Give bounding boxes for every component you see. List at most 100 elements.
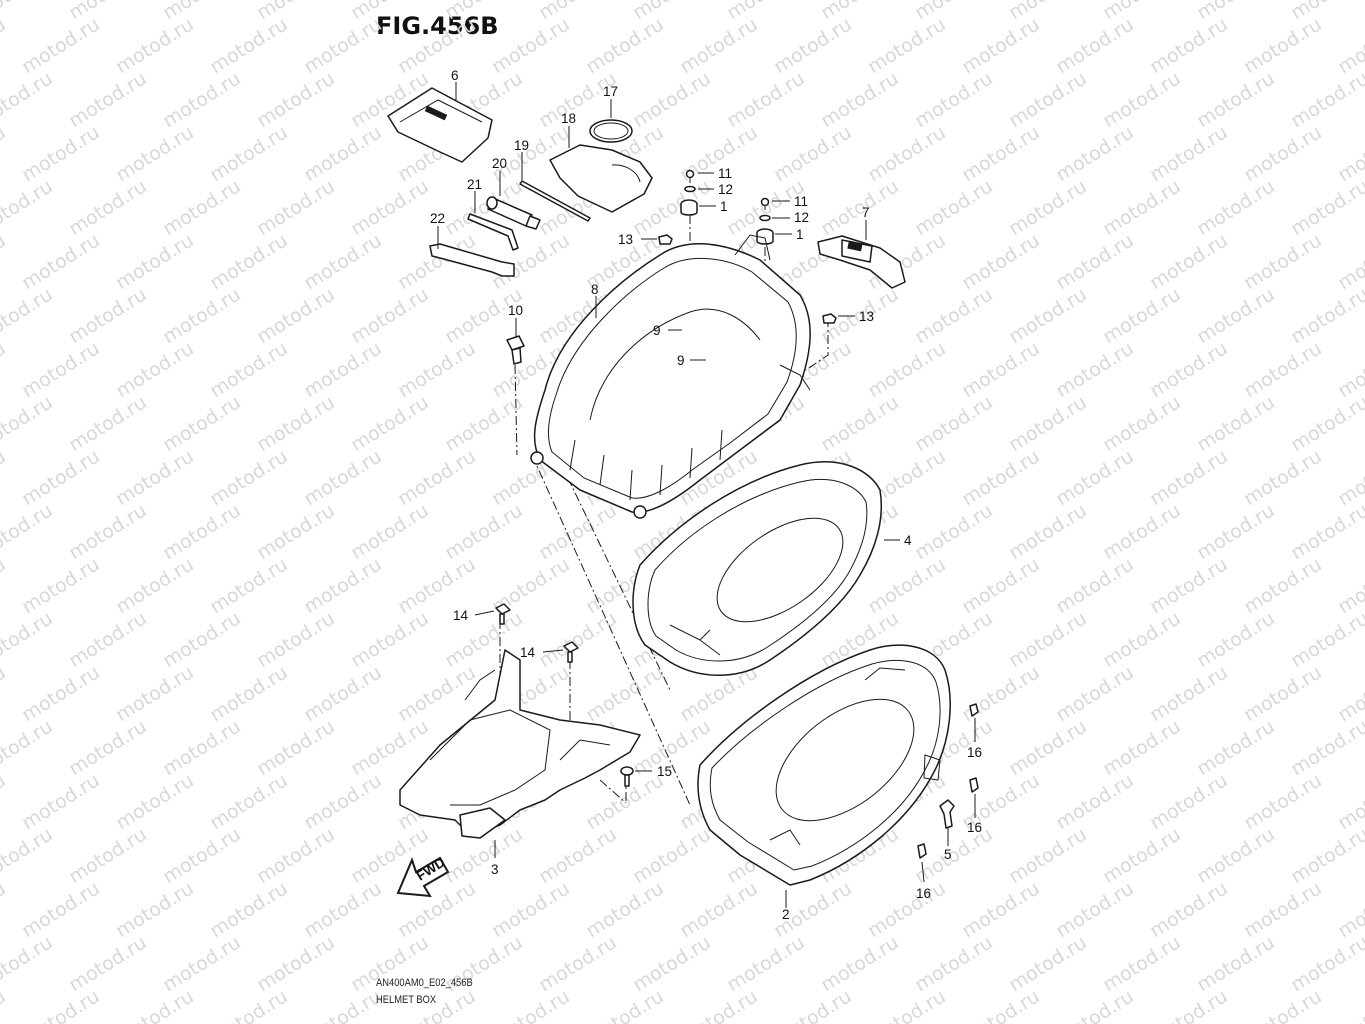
watermark-text: motod.ru <box>911 391 997 456</box>
watermark-text: motod.ru <box>18 877 104 942</box>
watermark-text: motod.ru <box>1193 175 1279 240</box>
watermark-text: motod.ru <box>1099 931 1185 996</box>
callout-14-left: 14 <box>453 608 469 623</box>
watermark-text: motod.ru <box>629 67 715 132</box>
watermark-text: motod.ru <box>0 229 10 294</box>
callout-6: 6 <box>451 68 459 83</box>
watermark-text: motod.ru <box>0 661 10 726</box>
part-8-outer-frame <box>530 234 811 519</box>
watermark-text: motod.ru <box>1287 175 1365 240</box>
watermark-text: motod.ru <box>1052 769 1138 834</box>
watermark-text: motod.ru <box>18 121 104 186</box>
watermark-text: motod.ru <box>300 661 386 726</box>
watermark-text: motod.ru <box>958 553 1044 618</box>
watermark-text: motod.ru <box>1287 715 1365 780</box>
watermark-text: motod.ru <box>112 445 198 510</box>
watermark-text: motod.ru <box>629 931 715 996</box>
callout-21: 21 <box>467 177 482 192</box>
watermark-text: motod.ru <box>159 931 245 996</box>
watermark-text: motod.ru <box>159 607 245 672</box>
callout-2: 2 <box>782 907 790 922</box>
part-19-rod <box>519 180 591 222</box>
watermark-text: motod.ru <box>958 337 1044 402</box>
part-3-lower-bracket <box>399 649 641 839</box>
watermark-text: motod.ru <box>958 985 1044 1024</box>
watermark-text: motod.ru <box>300 229 386 294</box>
watermark-text: motod.ru <box>1099 715 1185 780</box>
watermark-text: motod.ru <box>1287 931 1365 996</box>
watermark-text: motod.ru <box>958 121 1044 186</box>
watermark-text: motod.ru <box>1287 607 1365 672</box>
watermark-text: motod.ru <box>65 823 151 888</box>
watermark-text: motod.ru <box>206 229 292 294</box>
watermark-text: motod.ru <box>159 391 245 456</box>
callout-17: 17 <box>603 84 618 99</box>
part-5-clip <box>939 799 955 829</box>
watermark-text: motod.ru <box>1052 553 1138 618</box>
watermark-text: motod.ru <box>958 877 1044 942</box>
watermark-text: motod.ru <box>206 337 292 402</box>
watermark-text: motod.ru <box>0 67 57 132</box>
watermark-text: motod.ru <box>864 877 950 942</box>
watermark-text: motod.ru <box>206 445 292 510</box>
watermark-text: motod.ru <box>394 13 480 78</box>
callout-15: 15 <box>657 764 672 779</box>
watermark-text: motod.ru <box>0 823 57 888</box>
callout-19: 19 <box>514 138 529 153</box>
watermark-text: motod.ru <box>864 985 950 1024</box>
watermark-text: motod.ru <box>1099 499 1185 564</box>
watermark-text: motod.ru <box>1052 661 1138 726</box>
watermark-text: motod.ru <box>1005 715 1091 780</box>
watermark-text: motod.ru <box>206 661 292 726</box>
watermark-text: motod.ru <box>1099 175 1185 240</box>
part-7-lock-bracket <box>817 235 906 289</box>
watermark-text: motod.ru <box>347 0 433 24</box>
watermark-text: motod.ru <box>1099 391 1185 456</box>
callout-4: 4 <box>904 533 912 548</box>
watermark-text: motod.ru <box>0 985 10 1024</box>
part-20-grip <box>486 196 541 230</box>
watermark-text: motod.ru <box>723 67 809 132</box>
part-22-spanner <box>429 243 515 277</box>
watermark-text: motod.ru <box>65 67 151 132</box>
watermark-text: motod.ru <box>300 445 386 510</box>
watermark-text: motod.ru <box>676 985 762 1024</box>
watermark-text: motod.ru <box>1146 985 1232 1024</box>
watermark-text: motod.ru <box>1146 229 1232 294</box>
watermark-text: motod.ru <box>65 175 151 240</box>
watermark-text: motod.ru <box>159 175 245 240</box>
watermark-text: motod.ru <box>535 499 621 564</box>
watermark-text: motod.ru <box>1193 0 1279 24</box>
watermark-text: motod.ru <box>1193 283 1279 348</box>
watermark-text: motod.ru <box>0 391 57 456</box>
watermark-text: motod.ru <box>911 175 997 240</box>
watermark-text: motod.ru <box>676 13 762 78</box>
watermark-text: motod.ru <box>112 229 198 294</box>
callout-12-left: 12 <box>718 182 733 197</box>
watermark-text: motod.ru <box>112 661 198 726</box>
fwd-arrow: FWD <box>396 854 450 898</box>
watermark-text: motod.ru <box>911 283 997 348</box>
callout-8: 8 <box>591 282 599 297</box>
watermark-text: motod.ru <box>206 13 292 78</box>
watermark-text: motod.ru <box>1052 445 1138 510</box>
watermark-text: motod.ru <box>864 337 950 402</box>
screws-16 <box>917 703 979 859</box>
callout-18: 18 <box>561 111 576 126</box>
watermark-text: motod.ru <box>347 283 433 348</box>
callout-14-right: 14 <box>520 645 536 660</box>
watermark-text: motod.ru <box>65 283 151 348</box>
watermark-text: motod.ru <box>958 661 1044 726</box>
watermark-text: motod.ru <box>0 499 57 564</box>
watermark-text: motod.ru <box>112 877 198 942</box>
watermark-text: motod.ru <box>0 175 57 240</box>
watermark-text: motod.ru <box>1193 607 1279 672</box>
callout-16-upper: 16 <box>967 745 982 760</box>
watermark-text: motod.ru <box>1005 499 1091 564</box>
callout-3: 3 <box>491 862 499 877</box>
watermark-text: motod.ru <box>911 67 997 132</box>
watermark-text: motod.ru <box>1287 67 1365 132</box>
watermark-text: motod.ru <box>488 985 574 1024</box>
watermark-text: motod.ru <box>112 121 198 186</box>
